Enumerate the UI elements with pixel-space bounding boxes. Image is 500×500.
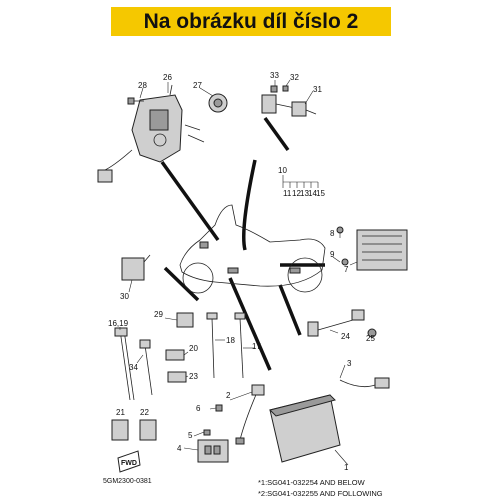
- fwd-arrow-icon: FWD: [117, 450, 141, 473]
- callout-11: 11: [283, 189, 292, 198]
- callout-14: 14: [308, 189, 317, 198]
- callout-34: 34: [129, 363, 138, 372]
- rectifier-regulator: [336, 226, 408, 271]
- cable-tie-34: [139, 339, 153, 396]
- callout-1: 1: [344, 463, 349, 472]
- connector-line-left: [163, 266, 200, 302]
- callout-17: 17: [252, 342, 261, 351]
- connector-part-29: [176, 312, 194, 328]
- callout-2: 2: [226, 391, 231, 400]
- callout-8: 8: [330, 229, 335, 238]
- callout-10: 10: [278, 166, 287, 175]
- clip-part-21: [111, 419, 129, 441]
- sensor-connector-24: [307, 309, 377, 338]
- diagram-code: 5GM2300-0381: [103, 478, 152, 485]
- callout-6: 6: [196, 404, 201, 413]
- connector-line-relay: [263, 116, 290, 152]
- callout-27: 27: [193, 81, 202, 90]
- callout-30: 30: [120, 292, 129, 301]
- callout-9: 9: [330, 250, 335, 259]
- callout-33: 33: [270, 71, 279, 80]
- relay-assembly: [261, 85, 317, 117]
- title-banner: Na obrázku díl číslo 2: [111, 7, 391, 36]
- callout-25: 25: [366, 334, 375, 343]
- callout-16-19: 16,19: [108, 319, 129, 328]
- harness-tree-10-15: [282, 175, 319, 188]
- serial-note-1: *1:SG041-032254 AND BELOW: [258, 478, 366, 487]
- callout-26: 26: [163, 73, 172, 82]
- callout-12: 12: [292, 189, 301, 198]
- callout-4: 4: [177, 444, 182, 453]
- connector-line-main-switch: [160, 160, 220, 242]
- battery-part-1: [269, 394, 341, 463]
- callout-31: 31: [313, 85, 322, 94]
- battery-cable-3: [339, 377, 390, 389]
- callout-24: 24: [341, 332, 350, 341]
- callout-20: 20: [189, 344, 198, 353]
- callout-15: 15: [316, 189, 325, 198]
- screw-part-28: [127, 97, 144, 105]
- cable-band-18: [206, 312, 218, 379]
- callout-3: 3: [347, 359, 352, 368]
- bolt-part-6: [215, 404, 223, 412]
- callout-29: 29: [154, 310, 163, 319]
- clip-part-20: [165, 349, 185, 361]
- callout-18: 18: [226, 336, 235, 345]
- connector-line-battery: [228, 277, 272, 371]
- callout-23: 23: [189, 372, 198, 381]
- main-switch-assembly: [97, 84, 205, 183]
- connector-line-harness: [242, 159, 257, 251]
- callout-5: 5: [188, 431, 193, 440]
- clip-part-23: [167, 371, 187, 383]
- key-cap-part: [208, 93, 228, 113]
- leader-lines: [119, 79, 373, 466]
- cable-band-17: [234, 312, 246, 379]
- serial-note-2: *2:SG041-032255 AND FOLLOWING: [258, 489, 383, 498]
- fwd-label: FWD: [121, 460, 137, 467]
- cable-tie-16-19: [114, 327, 135, 401]
- callout-13: 13: [300, 189, 309, 198]
- callout-22: 22: [140, 408, 149, 417]
- callout-21: 21: [116, 408, 125, 417]
- battery-cable-2: [235, 384, 265, 445]
- callout-7: 7: [344, 265, 349, 274]
- callout-28: 28: [138, 81, 147, 90]
- connector-line-cable: [278, 284, 302, 336]
- scooter-outline: [179, 204, 326, 294]
- fuse-box-4: [197, 439, 229, 463]
- title-text: Na obrázku díl číslo 2: [143, 9, 359, 33]
- callout-32: 32: [290, 73, 299, 82]
- fuse-part-5: [203, 429, 211, 436]
- clip-part-22: [139, 419, 157, 441]
- relay-part-30: [121, 254, 151, 281]
